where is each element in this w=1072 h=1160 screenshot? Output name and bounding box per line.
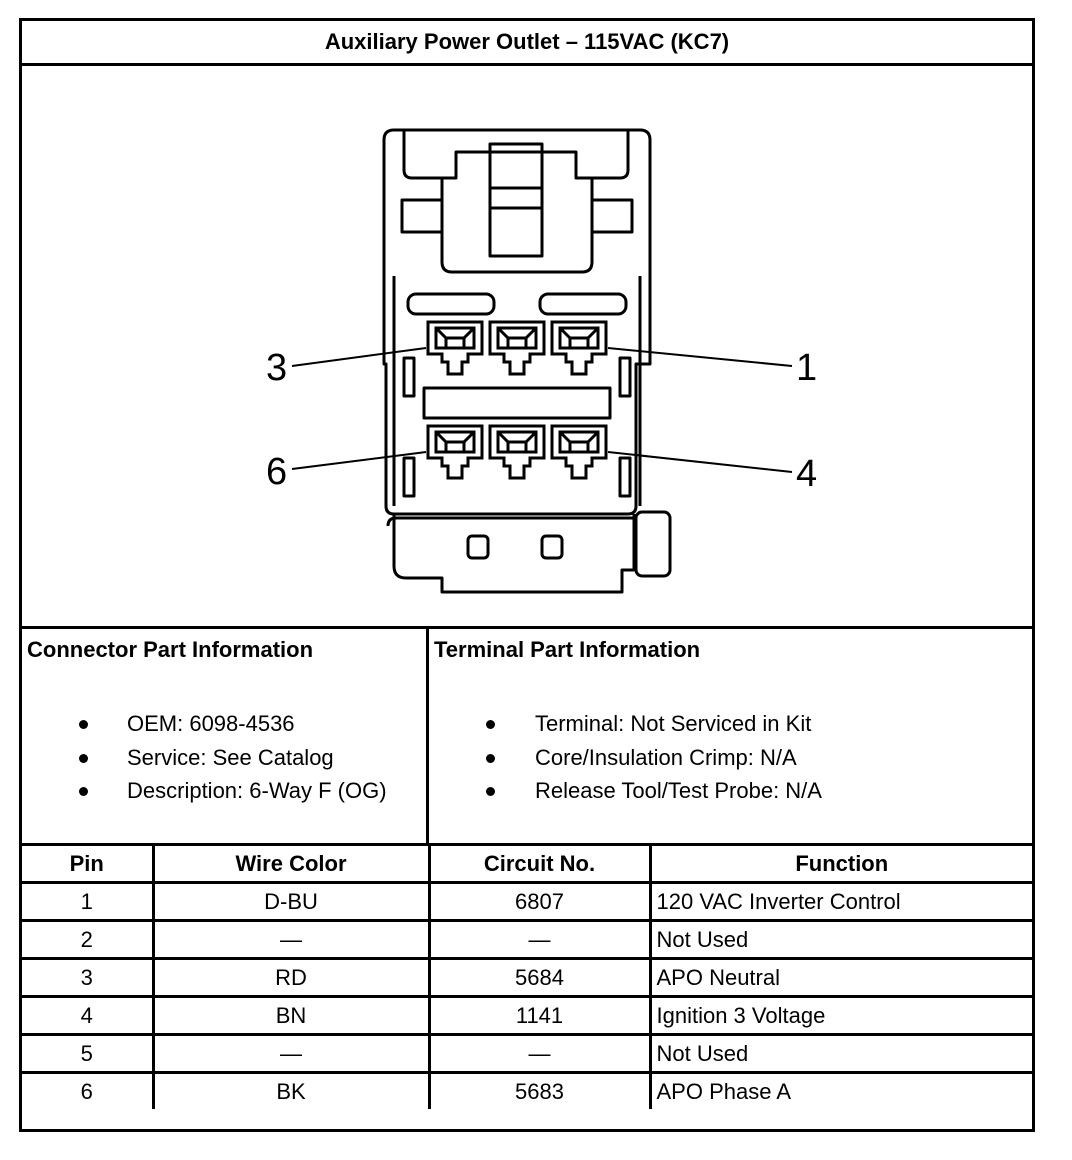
- terminal-cavity: [488, 320, 546, 376]
- wire-color-cell: —: [151, 1033, 431, 1074]
- left-ear: [400, 198, 444, 234]
- pin-cell: 6: [22, 1071, 155, 1109]
- column-header-function: Function: [648, 846, 1032, 884]
- upper-slot-left: [406, 292, 496, 316]
- terminal-cavity: [550, 424, 608, 480]
- callout-pin-6: 6: [266, 451, 287, 493]
- bullet-icon: [79, 787, 88, 796]
- table-header-row: Pin Wire Color Circuit No. Function: [22, 846, 1032, 884]
- column-header-circuit: Circuit No.: [427, 846, 652, 884]
- table-row: 4 BN 1141 Ignition 3 Voltage: [22, 995, 1032, 1036]
- function-cell: 120 VAC Inverter Control: [648, 881, 1032, 922]
- upper-slot-right: [538, 292, 628, 316]
- connector-diagram: 3 1 6 4: [22, 66, 1032, 626]
- function-cell: Not Used: [648, 1033, 1032, 1074]
- side-slot-ul: [402, 356, 416, 398]
- callout-pin-3: 3: [266, 347, 287, 389]
- terminal-cavity: [426, 320, 484, 376]
- page-title: Auxiliary Power Outlet – 115VAC (KC7): [22, 21, 1032, 66]
- bottom-peg-right: [540, 534, 564, 560]
- circuit-cell: 5684: [427, 957, 652, 998]
- column-header-wire-color: Wire Color: [151, 846, 431, 884]
- terminal-cavity: [426, 424, 484, 480]
- bullet-icon: [486, 720, 495, 729]
- bottom-peg-left: [466, 534, 490, 560]
- part-information: Connector Part Information OEM: 6098-453…: [22, 626, 1032, 846]
- leader-pin-4: [607, 451, 793, 473]
- connector-info-heading: Connector Part Information: [27, 637, 314, 662]
- column-header-pin: Pin: [22, 846, 155, 884]
- function-cell: Not Used: [648, 919, 1032, 960]
- leader-pin-3: [291, 347, 427, 367]
- side-slot-ll: [402, 456, 416, 498]
- latch-top: [402, 130, 630, 180]
- latch-inner: [440, 178, 594, 274]
- connector-sheet: Auxiliary Power Outlet – 115VAC (KC7): [19, 18, 1035, 1132]
- wire-color-cell: BK: [151, 1071, 431, 1109]
- side-slot-lr: [618, 456, 632, 498]
- leader-pin-1: [607, 347, 793, 367]
- circuit-cell: 1141: [427, 995, 652, 1036]
- pin-table: Pin Wire Color Circuit No. Function 1 D-…: [22, 846, 1032, 1109]
- function-cell: APO Neutral: [648, 957, 1032, 998]
- connector-part-info: Connector Part Information OEM: 6098-453…: [22, 629, 429, 843]
- leader-pin-6: [291, 451, 427, 470]
- wire-color-cell: BN: [151, 995, 431, 1036]
- circuit-cell: —: [427, 919, 652, 960]
- wire-color-cell: RD: [151, 957, 431, 998]
- table-row: 5 — — Not Used: [22, 1033, 1032, 1074]
- table-row: 1 D-BU 6807 120 VAC Inverter Control: [22, 881, 1032, 922]
- function-cell: APO Phase A: [648, 1071, 1032, 1109]
- terminal-cavities: [426, 320, 608, 480]
- bullet-icon: [486, 753, 495, 763]
- circuit-cell: 6807: [427, 881, 652, 922]
- circuit-cell: 5683: [427, 1071, 652, 1109]
- terminal-cavity: [488, 424, 546, 480]
- connector-housing-outline: [382, 128, 652, 516]
- table-row: 6 BK 5683 APO Phase A: [22, 1071, 1032, 1109]
- terminal-cavity: [550, 320, 608, 376]
- pin-cell: 1: [22, 881, 155, 922]
- terminal-info-heading: Terminal Part Information: [434, 637, 701, 662]
- bullet-icon: [486, 787, 495, 796]
- table-row: 2 — — Not Used: [22, 919, 1032, 960]
- circuit-cell: —: [427, 1033, 652, 1074]
- bullet-icon: [79, 753, 88, 763]
- terminal-part-info: Terminal Part Information Terminal: Not …: [434, 637, 822, 803]
- bottom-latch: [392, 514, 636, 594]
- callout-pin-4: 4: [796, 453, 817, 495]
- center-bar: [422, 386, 612, 420]
- wire-color-cell: —: [151, 919, 431, 960]
- right-ear: [590, 198, 634, 234]
- function-cell: Ignition 3 Voltage: [648, 995, 1032, 1036]
- bottom-tab: [634, 510, 672, 578]
- connector-face-drawing: 3 1 6 4: [266, 128, 817, 594]
- table-row: 3 RD 5684 APO Neutral: [22, 957, 1032, 998]
- pin-cell: 4: [22, 995, 155, 1036]
- latch-tab: [488, 142, 544, 258]
- pin-cell: 5: [22, 1033, 155, 1074]
- side-slot-ur: [618, 356, 632, 398]
- pin-cell: 2: [22, 919, 155, 960]
- inner-frame: [392, 276, 642, 506]
- bullet-icon: [79, 720, 88, 729]
- pin-cell: 3: [22, 957, 155, 998]
- callout-pin-1: 1: [796, 347, 817, 389]
- wire-color-cell: D-BU: [151, 881, 431, 922]
